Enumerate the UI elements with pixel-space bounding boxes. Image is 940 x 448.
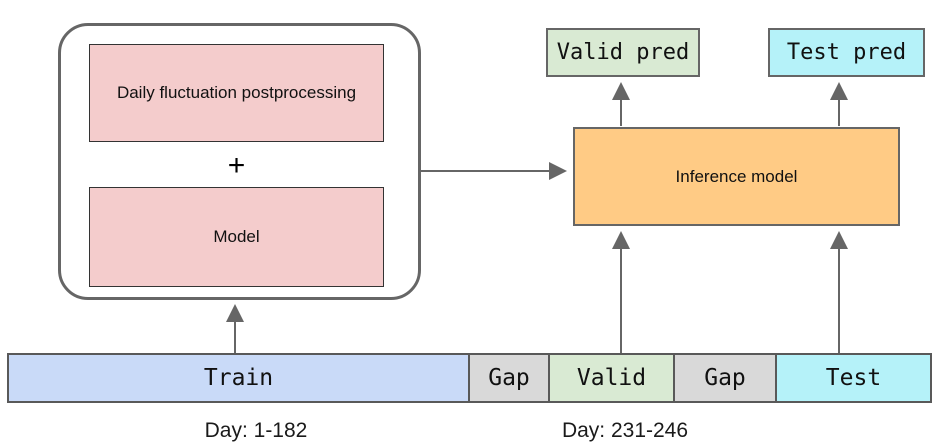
train-days-label: Day: 1-182 [204,419,308,442]
timeline-segment-train: Train [9,355,468,401]
timeline-segment-gap-2: Gap [673,355,775,401]
timeline-bar: Train Gap Valid Gap Test [7,353,932,403]
timeline-segment-gap-1: Gap [468,355,548,401]
plus-operator: + [227,149,246,182]
timeline-segment-valid: Valid [548,355,673,401]
valid-days-label: Day: 231-246 [561,419,689,442]
valid-pred-box: Valid pred [546,28,700,77]
test-pred-box: Test pred [768,28,925,77]
postprocessing-box: Daily fluctuation postprocessing [89,44,384,142]
inference-model-box: Inference model [573,127,900,226]
timeline-segment-test: Test [775,355,930,401]
model-box: Model [89,187,384,287]
